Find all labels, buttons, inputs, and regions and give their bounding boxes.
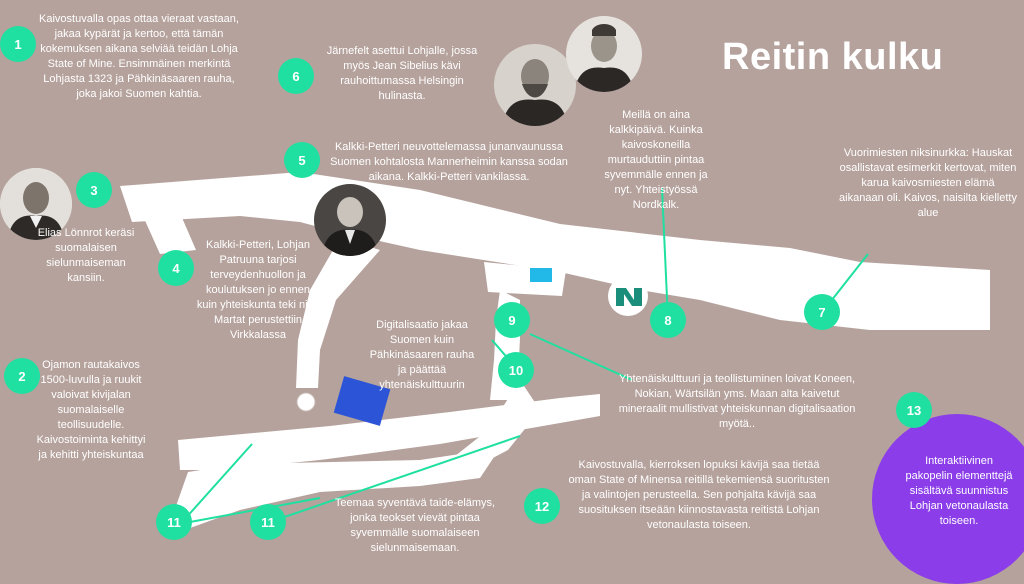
lower-tunnel [178,394,600,470]
stop-badge-8[interactable]: 8 [650,302,686,338]
stop-text-10: Digitalisaatio jakaa Suomen kuin Pähkinä… [369,319,475,391]
descending-tunnel [296,238,380,388]
stop-text-13: Interaktiivinen pakopelin elementtejä si… [905,455,1013,527]
stop-badge-7[interactable]: 7 [804,294,840,330]
blue-block [333,376,391,426]
page-title: Reitin kulku [722,36,944,78]
stop-text-5: Kalkki-Petteri neuvottelemassa junanvaun… [330,141,568,183]
portrait-sibelius [566,16,642,92]
stop-badge-6[interactable]: 6 [278,58,314,94]
stop-text-7: Vuorimiesten niksinurkka: Hauskat osalli… [839,147,1017,219]
stop-badge-2[interactable]: 2 [4,358,40,394]
stop-badge-9[interactable]: 9 [494,302,530,338]
lower-branch [450,380,540,470]
stop-text-6: Järnefelt asettui Lohjalle, jossa myös J… [326,45,478,102]
stop-badge-11b[interactable]: 11 [250,504,286,540]
stop-text-11: Teemaa syventävä taide-elämys, jonka teo… [334,497,496,554]
portrait-lonnrot [0,168,72,240]
stop-text-8: Meillä on aina kalkkipäivä. Kuinka kaivo… [604,109,708,211]
bottom-tunnel [176,448,500,528]
left-tunnel [134,190,196,254]
cyan-marker [530,268,552,282]
stop-badge-3[interactable]: 3 [76,172,112,208]
stop-text-12: Kaivostuvalla, kierroksen lopuksi kävijä… [568,459,830,531]
stop-badge-5[interactable]: 5 [284,142,320,178]
stop-badge-1[interactable]: 1 [0,26,36,62]
portrait-jarnefelt [494,44,576,126]
portrait-mannerheim [314,184,386,256]
stair-icon [296,392,316,412]
stop-text-4: Kalkki-Petteri, Lohjan Patruuna tarjosi … [196,239,320,341]
stop-text-2: Ojamon rautakaivos 1500-luvulla ja ruuki… [36,359,146,461]
stop-badge-12[interactable]: 12 [524,488,560,524]
stop-badge-13[interactable]: 13 [896,392,932,428]
stop-badge-11a[interactable]: 11 [156,504,192,540]
nordkalk-logo [616,288,642,306]
stop-text-3: Elias Lönnrot keräsi suomalaisen sielunm… [37,227,135,284]
stop-text-9: Yhtenäiskulttuuri ja teollistuminen loiv… [618,373,856,430]
escape-game-circle: Interaktiivinen pakopelin elementtejä si… [872,414,1024,584]
stop-badge-10[interactable]: 10 [498,352,534,388]
stop-badge-4[interactable]: 4 [158,250,194,286]
stop-text-1: Kaivostuvalla opas ottaa vieraat vastaan… [39,13,239,100]
connector-lines [183,187,869,523]
